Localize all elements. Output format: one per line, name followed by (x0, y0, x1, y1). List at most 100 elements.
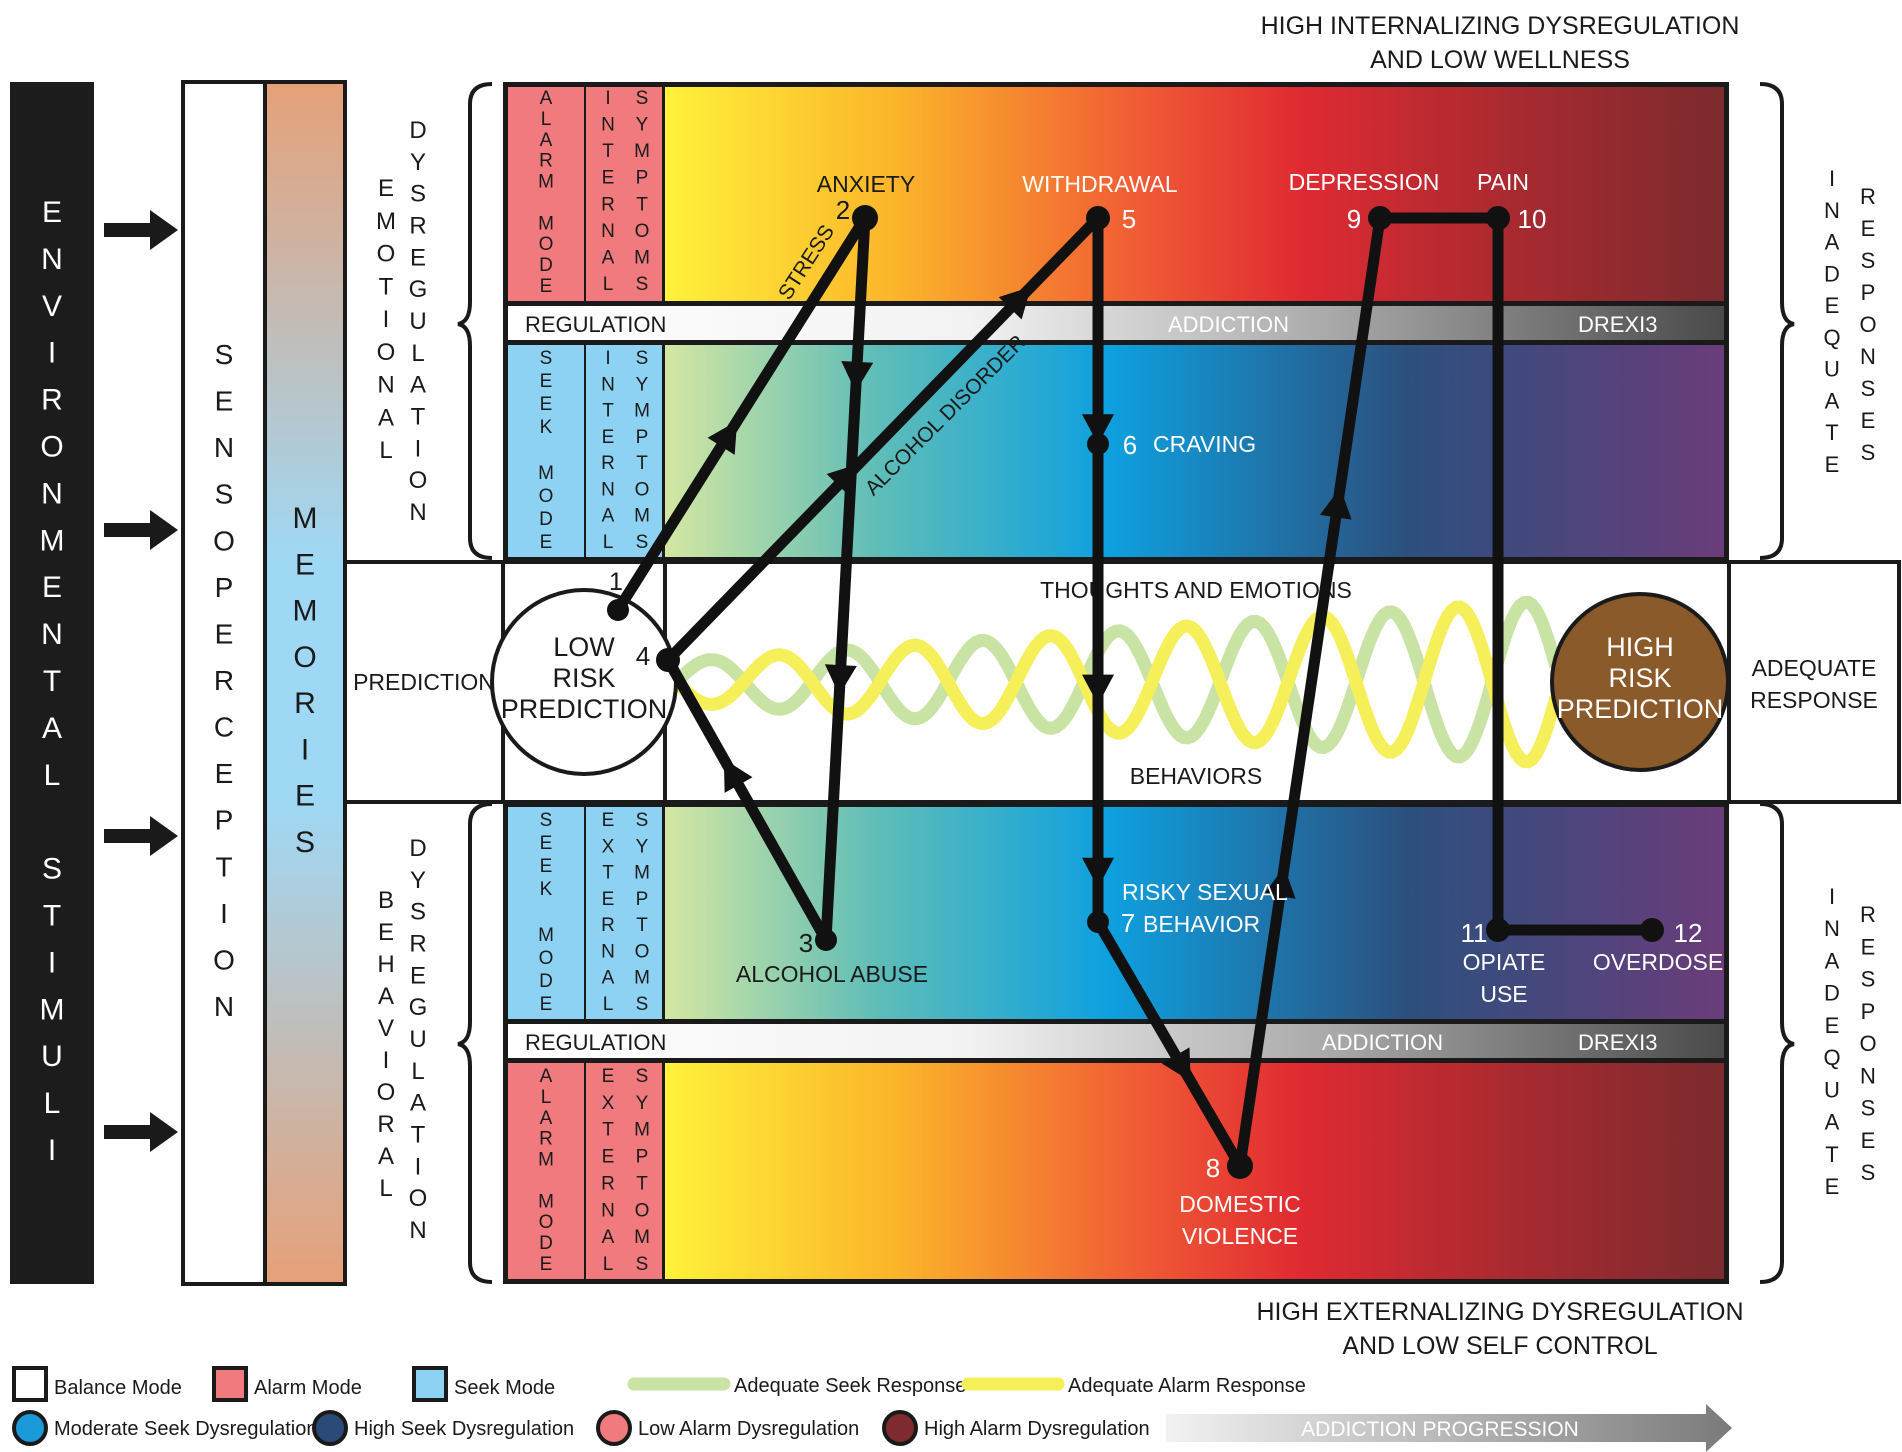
legend-balance-label: Balance Mode (54, 1377, 182, 1399)
pathway-arrows (707, 286, 1352, 1082)
node-6-label: CRAVING (1153, 431, 1256, 457)
legend-alarm-label: Alarm Mode (254, 1377, 362, 1399)
legend-alarm-swatch (212, 1366, 248, 1402)
high-risk-line3: PREDICTION (1557, 694, 1724, 724)
node-10-dot (1486, 206, 1510, 230)
pathway-arrowhead-3 (824, 664, 857, 696)
legend-adequate-alarm-label: Adequate Alarm Response (1068, 1375, 1306, 1397)
pathway-arrowhead-11 (1263, 866, 1296, 899)
legend: Balance Mode Alarm Mode Seek Mode Adequa… (12, 1366, 1732, 1452)
pathway-nodes (607, 205, 1664, 1179)
pathway-arrowhead-12 (1319, 487, 1352, 520)
legend-high-seek-label: High Seek Dysregulation (354, 1418, 574, 1440)
left-brace-top (457, 82, 493, 560)
bottom-alarm-gradient (665, 1063, 1724, 1279)
stimuli-arrows (104, 210, 178, 1152)
node-7-label-line1: RISKY SEXUAL (1122, 879, 1288, 905)
node-2-label: ANXIETY (817, 171, 915, 197)
legend-seek-label: Seek Mode (454, 1377, 555, 1399)
pathway-arrowhead-10 (1161, 1047, 1191, 1082)
node-11-label-line2: USE (1480, 981, 1527, 1007)
right-brace-bottom (1759, 802, 1795, 1284)
stimuli-arrow-2 (104, 510, 178, 550)
node-8-dot (1227, 1153, 1253, 1179)
bottom-external-symptoms-seek-cell (586, 807, 662, 1019)
right-brace-top (1759, 82, 1795, 560)
bottom-title-line2: AND LOW SELF CONTROL (1342, 1332, 1657, 1360)
legend-adequate-seek-label: Adequate Seek Response (734, 1375, 966, 1397)
node-9-dot (1368, 206, 1392, 230)
node-12-dot (1640, 918, 1664, 942)
node-5-dot (1086, 206, 1110, 230)
node-3-num: 3 (799, 928, 813, 958)
pathway-arrowhead-8 (1082, 674, 1114, 705)
pathway-arrowhead-1 (707, 420, 738, 455)
node-7-label-line2: BEHAVIOR (1143, 911, 1260, 937)
node-10-num: 10 (1518, 204, 1547, 234)
top-drexi3-label: DREXI3 (1578, 312, 1657, 337)
bottom-seek-gradient (665, 807, 1724, 1019)
legend-high-alarm-label: High Alarm Dysregulation (924, 1418, 1150, 1440)
pathway-arrowhead-7 (1082, 414, 1114, 445)
memories-column (263, 80, 347, 1286)
addiction-progression-arrow (1166, 1404, 1732, 1452)
legend-moderate-seek-swatch (12, 1410, 48, 1446)
stimuli-column (10, 82, 94, 1284)
legend-high-alarm-swatch (882, 1410, 918, 1446)
thoughts-emotions-label: THOUGHTS AND EMOTIONS (1040, 577, 1352, 603)
top-seek-mode-cell (508, 345, 584, 557)
prediction-label: PREDICTION (353, 669, 495, 695)
behaviors-label: BEHAVIORS (1130, 763, 1263, 789)
node-2-num: 2 (836, 195, 850, 225)
legend-high-seek-swatch (312, 1410, 348, 1446)
high-risk-line1: HIGH (1606, 632, 1674, 662)
node-3-label: ALCOHOL ABUSE (736, 961, 928, 987)
top-addiction-label: ADDICTION (1168, 312, 1289, 337)
bottom-title-line1: HIGH EXTERNALIZING DYSREGULATION (1256, 1298, 1743, 1326)
bottom-regulation-bar (508, 1024, 1724, 1058)
left-brace-bottom (457, 802, 493, 1284)
node-5-label: WITHDRAWAL (1022, 171, 1178, 197)
top-internal-symptoms-seek-cell (586, 345, 662, 557)
node-11-num: 11 (1461, 918, 1488, 948)
node-11-label-line1: OPIATE (1463, 949, 1546, 975)
node-6-num: 6 (1123, 430, 1137, 460)
node-1-dot (607, 599, 629, 621)
adequate-alarm-wave (671, 600, 1563, 769)
high-risk-circle (1550, 592, 1730, 772)
top-title-line1: HIGH INTERNALIZING DYSREGULATION (1261, 12, 1740, 40)
bottom-alarm-mode-cell (508, 1063, 584, 1279)
low-risk-line2: RISK (552, 663, 615, 693)
node-1-num: 1 (609, 568, 623, 596)
node-12-label: OVERDOSE (1593, 949, 1723, 975)
node-7-dot (1087, 911, 1109, 933)
low-risk-line3: PREDICTION (501, 694, 668, 724)
top-regulation-bar (508, 306, 1724, 340)
path-1-to-2-to-3-to-4 (612, 212, 871, 946)
legend-low-alarm-label: Low Alarm Dysregulation (638, 1418, 859, 1440)
top-regulation-label: REGULATION (525, 312, 666, 337)
node-9-num: 9 (1347, 204, 1361, 234)
legend-balance-swatch (12, 1366, 48, 1402)
bottom-external-symptoms-cell (586, 1063, 662, 1279)
node-4-num: 4 (636, 641, 650, 671)
bottom-regulation-label: REGULATION (525, 1030, 666, 1055)
addiction-progression-label: ADDICTION PROGRESSION (1301, 1418, 1579, 1441)
